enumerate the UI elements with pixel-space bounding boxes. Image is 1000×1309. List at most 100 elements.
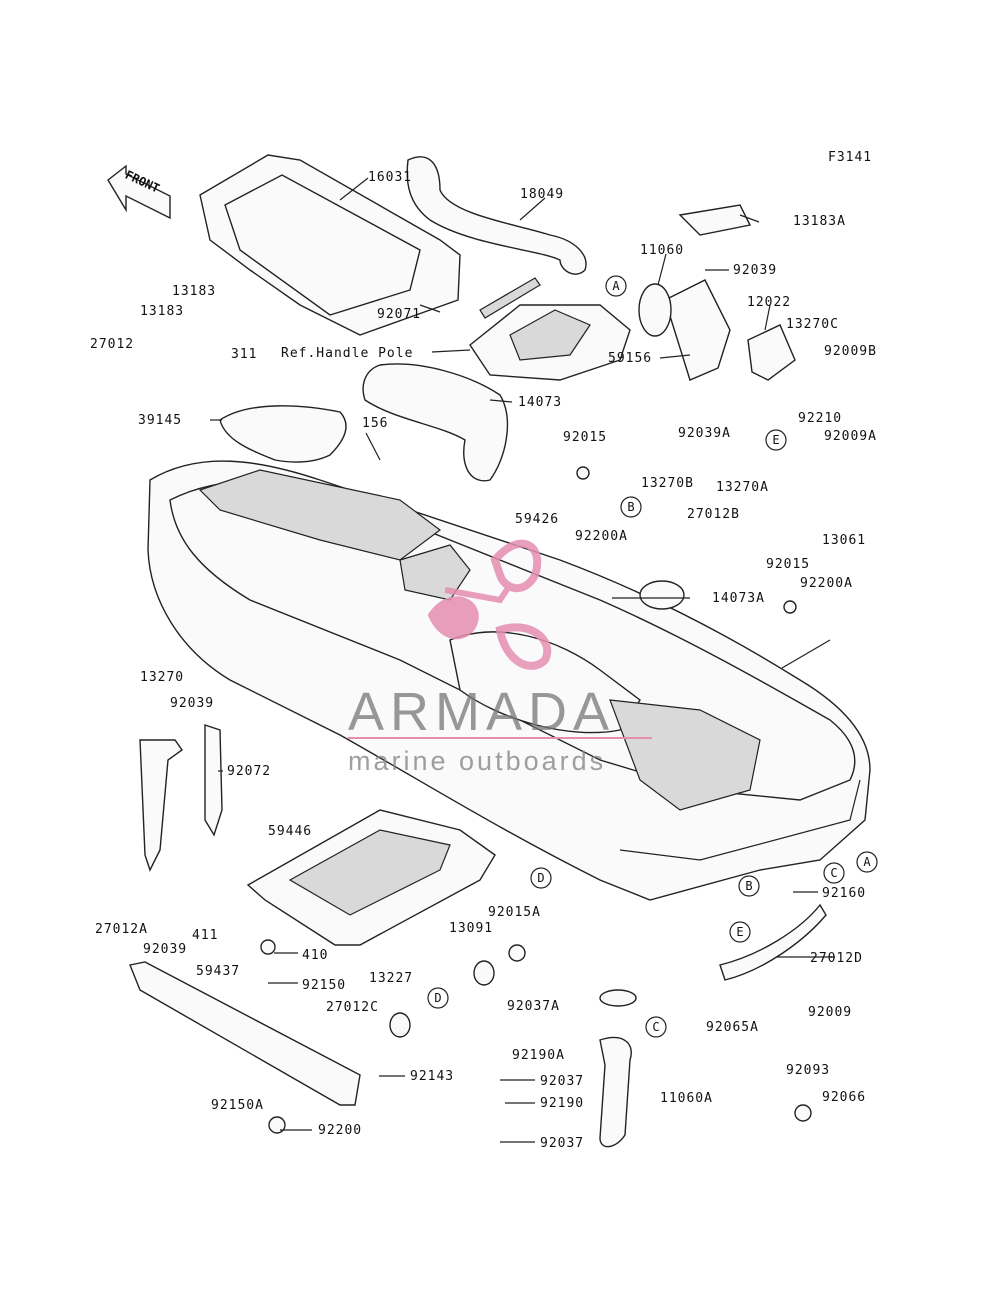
pipe-part bbox=[719, 903, 827, 981]
grommet-part bbox=[473, 960, 495, 986]
part-label: 92009A bbox=[824, 429, 877, 444]
part-label: 92066 bbox=[822, 1090, 866, 1105]
intake-grate-part bbox=[246, 809, 496, 946]
part-label: 14073A bbox=[712, 591, 765, 606]
ride-plate-part bbox=[129, 961, 361, 1106]
washer-part bbox=[260, 939, 276, 955]
hull-part bbox=[147, 460, 871, 901]
part-label: 92037 bbox=[540, 1136, 584, 1151]
part-label: 14073 bbox=[518, 395, 562, 410]
callout-e-2: E bbox=[729, 921, 751, 943]
svg-text:E: E bbox=[772, 433, 779, 447]
cover-plate-part bbox=[664, 279, 731, 381]
part-label: 92039 bbox=[170, 696, 214, 711]
svg-text:C: C bbox=[830, 866, 837, 880]
callout-b-2: B bbox=[738, 875, 760, 897]
part-label: 39145 bbox=[138, 413, 182, 428]
plate-part bbox=[747, 324, 796, 381]
callout-c-1: C bbox=[823, 862, 845, 884]
svg-text:A: A bbox=[863, 855, 871, 869]
part-label: 59437 bbox=[196, 964, 240, 979]
part-label: 92039 bbox=[143, 942, 187, 957]
callout-a-1: A bbox=[605, 275, 627, 297]
grommet-part bbox=[389, 1012, 411, 1038]
part-label: 92200A bbox=[800, 576, 853, 591]
part-label: 92200A bbox=[575, 529, 628, 544]
callout-a-2: A bbox=[856, 851, 878, 873]
part-label: 92210 bbox=[798, 411, 842, 426]
part-label: 92039A bbox=[678, 426, 731, 441]
part-label: 27012B bbox=[687, 507, 740, 522]
hose-bend-part bbox=[599, 1036, 632, 1148]
washer-part bbox=[268, 1116, 286, 1134]
part-label: 92065A bbox=[706, 1020, 759, 1035]
part-label: 13270 bbox=[140, 670, 184, 685]
flange-plate-part bbox=[678, 204, 752, 236]
front-arrow-icon: FRONT bbox=[107, 164, 171, 220]
part-label: 410 bbox=[302, 948, 328, 963]
bracket-part bbox=[139, 724, 223, 872]
part-label: 13183A bbox=[793, 214, 846, 229]
part-label: 11060A bbox=[660, 1091, 713, 1106]
svg-text:D: D bbox=[434, 991, 441, 1005]
callout-e-1: E bbox=[765, 429, 787, 451]
part-labels: 16031 18049 13183A 11060 92039 12022 132… bbox=[90, 170, 877, 1151]
callout-b-1: B bbox=[620, 496, 642, 518]
watermark-brand: ARMADA bbox=[348, 682, 615, 742]
washer-part bbox=[783, 600, 797, 614]
part-label: 59446 bbox=[268, 824, 312, 839]
part-label: 92160 bbox=[822, 886, 866, 901]
svg-text:E: E bbox=[736, 925, 743, 939]
part-label: 92037A bbox=[507, 999, 560, 1014]
part-label: 27012 bbox=[90, 337, 134, 352]
part-label: 92015A bbox=[488, 905, 541, 920]
part-label: 92015 bbox=[563, 430, 607, 445]
part-label: 92190 bbox=[540, 1096, 584, 1111]
part-label: 92200 bbox=[318, 1123, 362, 1138]
part-label: 16031 bbox=[368, 170, 412, 185]
callout-d-2: D bbox=[427, 987, 449, 1009]
duct-part bbox=[362, 363, 508, 482]
part-label: 12022 bbox=[747, 295, 791, 310]
watermark-logo bbox=[427, 539, 552, 670]
part-label: 411 bbox=[192, 928, 218, 943]
part-label: 92143 bbox=[410, 1069, 454, 1084]
hose-part bbox=[406, 156, 587, 275]
part-label: 59426 bbox=[515, 512, 559, 527]
part-label: 92009 bbox=[808, 1005, 852, 1020]
part-label: 92093 bbox=[786, 1063, 830, 1078]
ref-handle-pole-note: Ref.Handle Pole bbox=[281, 346, 413, 361]
part-label: 11060 bbox=[640, 243, 684, 258]
part-label: 59156 bbox=[608, 351, 652, 366]
svg-text:B: B bbox=[745, 879, 752, 893]
washer-part bbox=[794, 1104, 812, 1122]
part-label: 92015 bbox=[766, 557, 810, 572]
cap-part bbox=[639, 580, 685, 610]
washer-part bbox=[576, 466, 590, 480]
part-label: 13270C bbox=[786, 317, 839, 332]
gasket-part bbox=[219, 405, 347, 463]
part-label: 13183 bbox=[140, 304, 184, 319]
nut-part bbox=[508, 944, 526, 962]
part-label: 13061 bbox=[822, 533, 866, 548]
part-label: 18049 bbox=[520, 187, 564, 202]
part-label: 92037 bbox=[540, 1074, 584, 1089]
ring-part bbox=[638, 283, 672, 337]
watermark-tagline: marine outboards bbox=[348, 746, 606, 776]
part-label: 13183 bbox=[172, 284, 216, 299]
callout-d-1: D bbox=[530, 867, 552, 889]
storage-tray-part bbox=[199, 154, 461, 336]
figure-code: F3141 bbox=[828, 150, 872, 165]
part-label: 92150A bbox=[211, 1098, 264, 1113]
handle-pole-bracket-part bbox=[469, 277, 631, 381]
part-label: 13270A bbox=[716, 480, 769, 495]
svg-text:D: D bbox=[537, 871, 544, 885]
part-label: 92009B bbox=[824, 344, 877, 359]
part-label: 13091 bbox=[449, 921, 493, 936]
part-label: 92190A bbox=[512, 1048, 565, 1063]
part-label: 92071 bbox=[377, 307, 421, 322]
part-label: 27012A bbox=[95, 922, 148, 937]
svg-text:C: C bbox=[652, 1020, 659, 1034]
part-label: 13270B bbox=[641, 476, 694, 491]
